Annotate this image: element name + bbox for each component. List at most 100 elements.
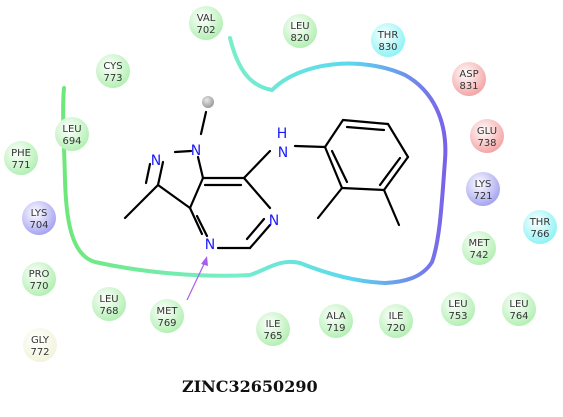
residue-name: ALA — [326, 311, 346, 322]
residue-disc — [283, 14, 317, 48]
residue-disc — [96, 54, 130, 88]
residue-name: ASP — [459, 69, 478, 80]
residue-name: LEU — [62, 124, 81, 135]
residue-disc — [55, 117, 89, 151]
bond — [382, 155, 410, 192]
residue-number: 769 — [157, 318, 176, 329]
residue-disc — [441, 292, 475, 326]
bond — [382, 188, 401, 227]
ligand-id-title: ZINC32650290 — [182, 377, 318, 396]
residue-number: 772 — [30, 347, 49, 358]
residue-name: LEU — [509, 299, 528, 310]
bond — [156, 160, 165, 187]
bond — [323, 145, 344, 190]
residue-disc — [22, 201, 56, 235]
bond — [188, 176, 205, 210]
residue-disc — [189, 6, 223, 40]
bond — [340, 186, 386, 192]
bond — [123, 183, 160, 220]
atom-pyrimidine-n4: N — [205, 237, 215, 253]
residue-number: 820 — [290, 33, 309, 44]
residue-name: THR — [377, 30, 399, 41]
residue-disc — [452, 62, 486, 96]
residue-number: 831 — [459, 81, 478, 92]
residue-number: 766 — [530, 229, 549, 240]
residue-number: 704 — [29, 220, 48, 231]
residue-disc — [470, 119, 504, 153]
residue-name: ILE — [266, 319, 281, 330]
atom-pyrazole-n2: N — [151, 153, 161, 169]
residue-number: 773 — [103, 73, 122, 84]
bond — [156, 183, 192, 210]
bond — [330, 149, 349, 184]
residue-disc — [256, 312, 290, 346]
residue-name: GLY — [31, 335, 50, 346]
residue-name: LEU — [448, 299, 467, 310]
residue-number: 738 — [477, 138, 496, 149]
bond — [195, 214, 209, 238]
atom-pyrazole-n1: N — [191, 143, 201, 159]
bond — [242, 176, 272, 210]
residue-number: 719 — [326, 323, 345, 334]
residue-number: 721 — [473, 191, 492, 202]
residue-number: 768 — [99, 306, 118, 317]
bond — [323, 118, 345, 149]
residue-number: 771 — [11, 160, 30, 171]
residue-disc — [319, 304, 353, 338]
bond — [242, 149, 272, 180]
residue-number: 702 — [196, 25, 215, 36]
residue-disc — [523, 210, 557, 244]
residue-disc — [23, 328, 57, 362]
bond — [144, 162, 152, 185]
residue-name: LYS — [31, 208, 48, 219]
residue-name: LYS — [475, 179, 492, 190]
pocket-outline — [61, 36, 448, 286]
residue-disc — [462, 231, 496, 265]
residue-name: VAL — [197, 13, 216, 24]
bond — [173, 149, 193, 154]
bond — [196, 155, 205, 180]
residue-name: GLU — [477, 126, 497, 137]
bond — [293, 144, 327, 149]
bond — [341, 118, 390, 126]
bond — [386, 122, 410, 159]
atom-amine-n: N — [278, 145, 288, 161]
residue-name: ILE — [389, 311, 404, 322]
residue-number: 764 — [509, 311, 528, 322]
residue-number: 720 — [386, 323, 405, 334]
bond — [316, 186, 344, 220]
residue-number: 694 — [62, 136, 81, 147]
residue-number: 770 — [29, 281, 48, 292]
residue-number: 742 — [469, 250, 488, 261]
residue-name: PRO — [29, 269, 50, 280]
bond — [245, 217, 266, 241]
bond — [345, 125, 386, 132]
residue-name: MET — [468, 238, 490, 249]
residue-name: LEU — [99, 294, 118, 305]
residue-name: CYS — [103, 61, 122, 72]
bond — [188, 206, 204, 236]
residue-name: MET — [156, 306, 178, 317]
